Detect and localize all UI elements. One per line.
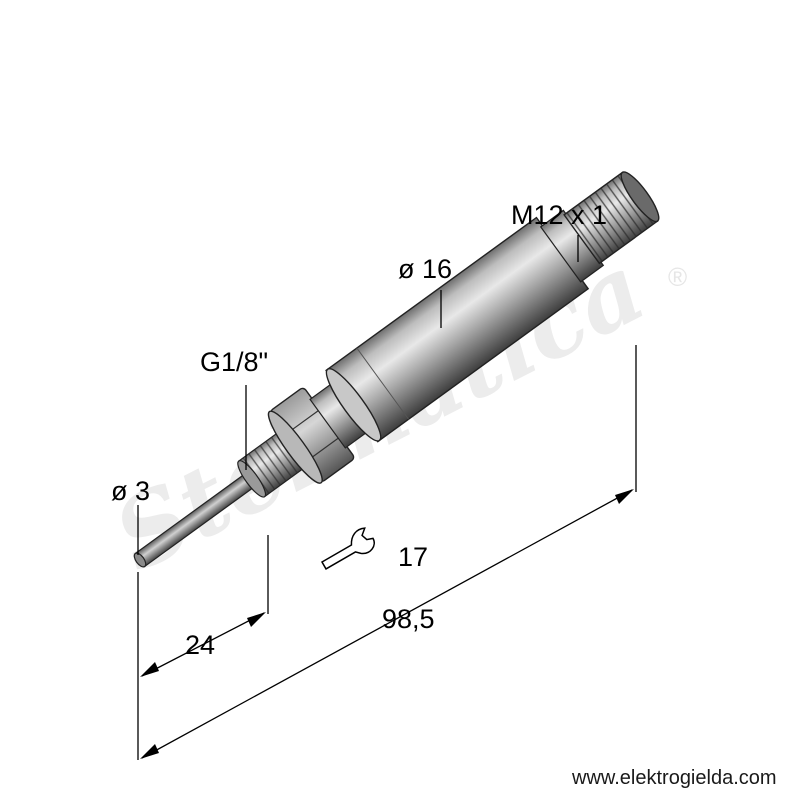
footer-url: www.elektrogielda.com xyxy=(571,767,777,789)
process-thread-label: G1/8" xyxy=(200,347,268,377)
wrench-size-label: 17 xyxy=(398,542,428,572)
dimension-arrows xyxy=(140,489,634,759)
connector-thread-label: M12 x 1 xyxy=(511,200,607,230)
watermark-registered-mark: ® xyxy=(668,262,687,292)
probe-length-label: 24 xyxy=(185,630,215,660)
sensor-drawing xyxy=(133,171,660,568)
probe-diameter-label: ø 3 xyxy=(111,476,150,506)
main-body xyxy=(325,216,590,443)
wrench-icon xyxy=(320,527,375,570)
dimension-lines xyxy=(137,235,637,760)
total-length-label: 98,5 xyxy=(382,604,435,634)
body-diameter-label: ø 16 xyxy=(398,254,452,284)
connector xyxy=(539,171,660,283)
